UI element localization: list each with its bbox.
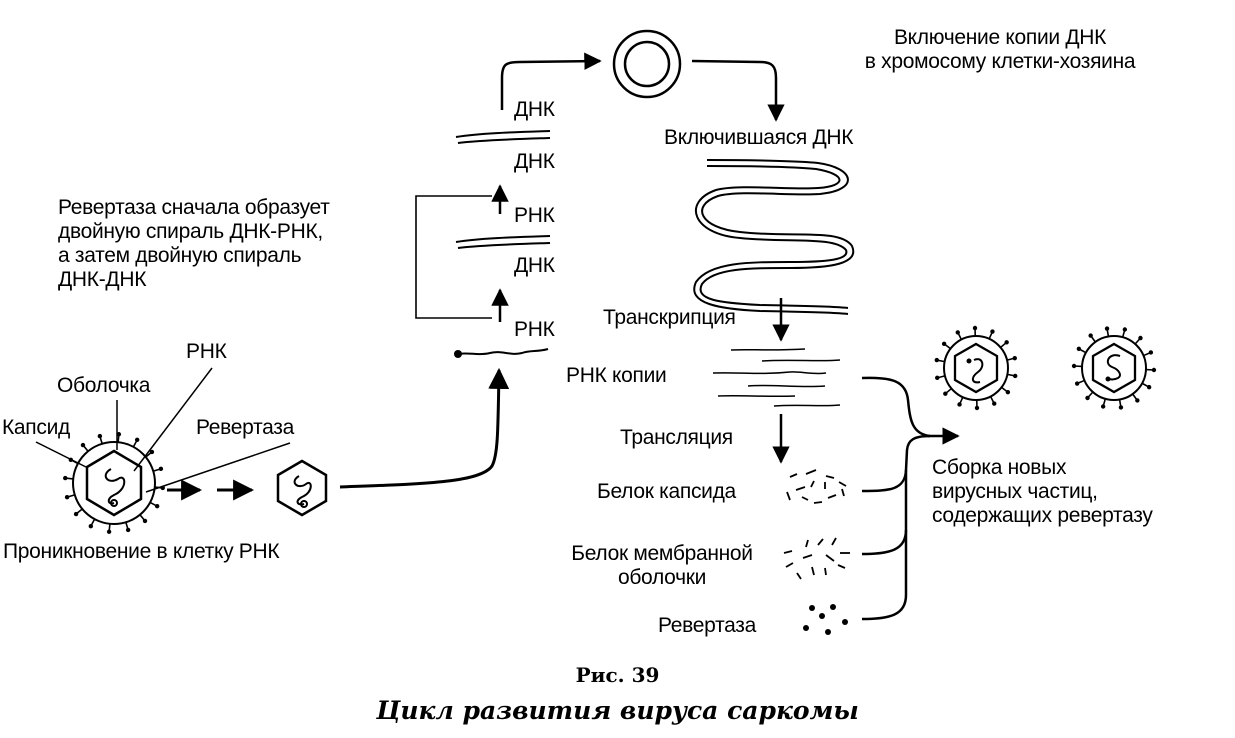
envelope-spike-tip: [941, 341, 947, 347]
assembly-label: Сборка новых вирусных частиц, содержащих…: [932, 456, 1153, 527]
membrane-protein-fragments-icon: [783, 537, 850, 580]
virion-icon: [63, 432, 165, 534]
envelope-spike-tip: [1005, 389, 1011, 395]
envelope-spike-tip: [1012, 355, 1017, 361]
envelope-spike-tip: [1004, 340, 1009, 345]
envelope-spike-tip: [158, 466, 164, 472]
envelope-spike-tip: [134, 437, 140, 443]
envelope-spike-tip: [1071, 363, 1077, 369]
envelope-spike-tip: [992, 401, 997, 406]
virion-rna-label: РНК: [186, 340, 227, 363]
rna-copies-strands: [712, 348, 841, 407]
envelope-spike-tip: [116, 432, 122, 437]
virion-label-leaders: [35, 367, 291, 493]
envelope-spike-tip: [1013, 373, 1018, 379]
circular-dna-icon: [612, 29, 682, 99]
rna-leader-line: [133, 367, 213, 472]
transcription-label: Транскрипция: [603, 306, 736, 329]
integrated-dna-label: Включившаяся ДНК: [664, 126, 854, 149]
envelope-spike-tip: [1085, 395, 1090, 401]
envelope-spike-tip: [1088, 333, 1093, 338]
figure-number: Рис. 39: [575, 663, 660, 687]
envelope-spike-tip: [97, 433, 103, 439]
revertase-product-label: Ревертаза: [658, 614, 757, 637]
translation-label: Трансляция: [620, 426, 733, 449]
strand-label-dna-2: ДНК: [514, 150, 555, 173]
envelope-spike-tip: [106, 529, 112, 534]
revertase-dots-icon: [803, 604, 848, 635]
envelope-spike-tip: [1104, 326, 1110, 331]
envelope-spike-tip: [1151, 367, 1157, 373]
dna-dna-duplex-strand: [455, 130, 551, 144]
envelope-spike-tip: [943, 391, 948, 396]
envelope-spike-tip: [1138, 335, 1143, 341]
rna-copies-label: РНК копии: [566, 364, 667, 387]
reverse-transcription-note: Ревертаза сначала образует двойную спира…: [58, 196, 330, 291]
envelope-spike-tip: [64, 494, 70, 500]
figure-title: Цикл развития вируса саркомы: [376, 696, 859, 725]
envelope-spike-tip: [149, 449, 155, 455]
envelope-spike-tip: [63, 475, 68, 481]
envelope-spike-tip: [990, 329, 995, 334]
strand-label-rna-2: РНК: [514, 204, 555, 227]
virion-capsid-label: Капсид: [2, 416, 70, 439]
envelope-spike-tip: [934, 357, 939, 363]
assembly-brace: [861, 376, 931, 621]
envelope-spike-tip: [80, 442, 86, 448]
strand-label-rna-1: РНК: [514, 318, 555, 341]
virion-revertase-label: Ревертаза: [196, 416, 295, 439]
uncoated-capsid-icon: [276, 459, 328, 517]
envelope-spike-tip: [972, 325, 978, 331]
note-bracket: [415, 195, 492, 319]
envelope-spike-tip: [1100, 404, 1106, 409]
envelope-spike-tip: [88, 523, 94, 529]
envelope-spike-tip: [974, 405, 980, 411]
capsid-protein-fragments-icon: [786, 469, 847, 504]
circularize-arrow: [500, 52, 602, 110]
envelope-spike-tip: [125, 527, 131, 533]
capsid-leader-line: [35, 441, 87, 468]
viral-rna-strand: [454, 348, 549, 358]
new-virion-icon-1: [934, 325, 1018, 411]
envelope-spike-tip: [1148, 350, 1154, 355]
envelope-spike-tip: [1122, 327, 1128, 332]
envelope-spike-tip: [1074, 381, 1080, 386]
strand-label-dna-1: ДНК: [514, 254, 555, 277]
envelope-spike-tip: [154, 503, 160, 509]
envelope-spike-tip: [142, 518, 148, 524]
envelope-spike-tip: [957, 402, 962, 407]
rna-dna-hybrid-strand: [455, 235, 551, 249]
envelope-spike-tip: [935, 375, 940, 381]
envelope-spike-tip: [1146, 384, 1152, 390]
envelope-spike-tip: [1076, 346, 1082, 352]
envelope-spike-tip: [1118, 405, 1124, 410]
entry-label: Проникновение в клетку РНК: [3, 540, 280, 563]
capsid-protein-label: Белок капсида: [597, 480, 736, 503]
strand-label-dna-3: ДНК: [514, 98, 555, 121]
revertase-leader-line: [145, 442, 291, 493]
envelope-spike-tip: [955, 330, 960, 335]
rna-release-arrow: [339, 367, 510, 489]
virion-envelope-label: Оболочка: [57, 374, 151, 397]
membrane-protein-label: Белок мембранной оболочки: [571, 542, 753, 589]
integration-arrow: [691, 59, 785, 122]
integration-note: Включение копии ДНК в хромосому клетки-х…: [864, 26, 1136, 73]
envelope-spike-tip: [73, 511, 79, 517]
new-virion-icon-2: [1071, 326, 1157, 410]
envelope-spike-tip: [1135, 398, 1140, 403]
integrated-dna-strand: [693, 159, 855, 315]
